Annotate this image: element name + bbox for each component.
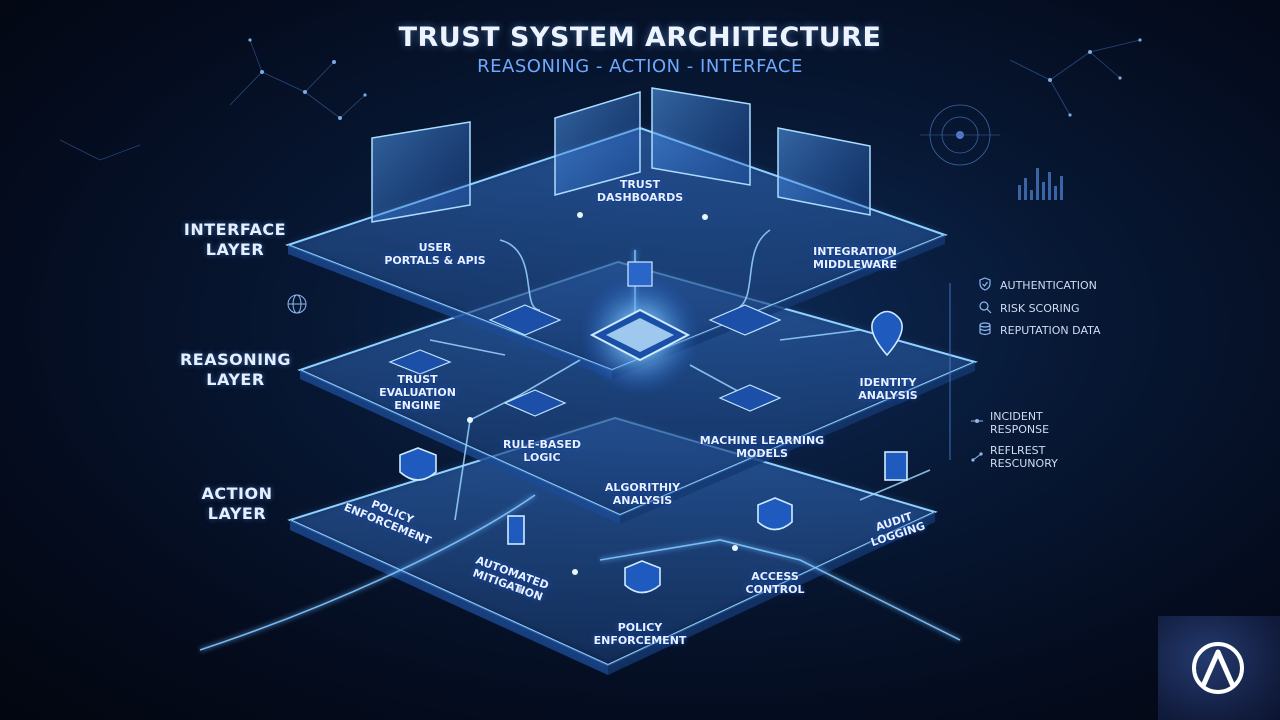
rule-based-logic-label: RULE-BASED LOGIC [503, 438, 581, 464]
background-nodes [248, 38, 1142, 120]
access-control-label: ACCESS CONTROL [745, 570, 805, 596]
bar-graph-graphic [1018, 168, 1063, 200]
policy-enforcement-bottom-label: POLICY ENFORCEMENT [593, 621, 687, 647]
action-layer-label: ACTION LAYER [201, 484, 273, 523]
magnifier-icon [979, 301, 992, 314]
reasoning-layer-label: REASONING LAYER [179, 350, 292, 389]
action-icons [399, 447, 908, 594]
page-subtitle: REASONING - ACTION - INTERFACE [477, 56, 803, 77]
recovery-network-icon [971, 452, 983, 462]
reasoning-chips [388, 304, 782, 417]
identity-pin-icon [871, 310, 903, 357]
integration-middleware-label: INTEGRATION MIDDLEWARE [813, 245, 897, 271]
trace-nodes [467, 212, 738, 593]
side-item-incident-response: INCIDENT RESPONSE [990, 410, 1050, 436]
user-portals-apis-label: USER PORTALS & APIs [384, 241, 486, 267]
brand-logo-icon [1192, 642, 1244, 694]
machine-learning-models-label: MACHINE LEARNING MODELS [699, 434, 825, 460]
trust-evaluation-engine-label: TRUST EVALUATION ENGINE [379, 373, 456, 412]
side-item-reflrest-rescunory: REFLREST RESCUNORY [990, 444, 1058, 470]
side-item-reputation-data: REPUTATION DATA [1000, 324, 1101, 337]
interface-screens [371, 87, 871, 223]
page-title: TRUST SYSTEM ARCHITECTURE [398, 22, 882, 53]
central-processor-chip [580, 261, 700, 395]
radar-graphic [920, 104, 1000, 166]
globe-icon [287, 294, 307, 314]
shield-check-icon [979, 277, 991, 291]
brand-logo-panel [1158, 616, 1280, 720]
algorithmic-analysis-label: ALGORITHIY ANALYSIS [604, 481, 681, 507]
identity-analysis-label: IDENTITY ANALYSIS [858, 376, 918, 402]
trust-dashboards-label: TRUST DASHBOARDS [596, 178, 684, 204]
side-item-authentication: AUTHENTICATION [1000, 279, 1097, 292]
alert-network-icon [971, 419, 983, 423]
background-network [59, 39, 1141, 161]
interface-layer-label: INTERFACE LAYER [183, 220, 287, 259]
side-item-risk-scoring: RISK SCORING [1000, 302, 1080, 315]
database-icon [979, 322, 991, 336]
action-platform [287, 416, 938, 675]
